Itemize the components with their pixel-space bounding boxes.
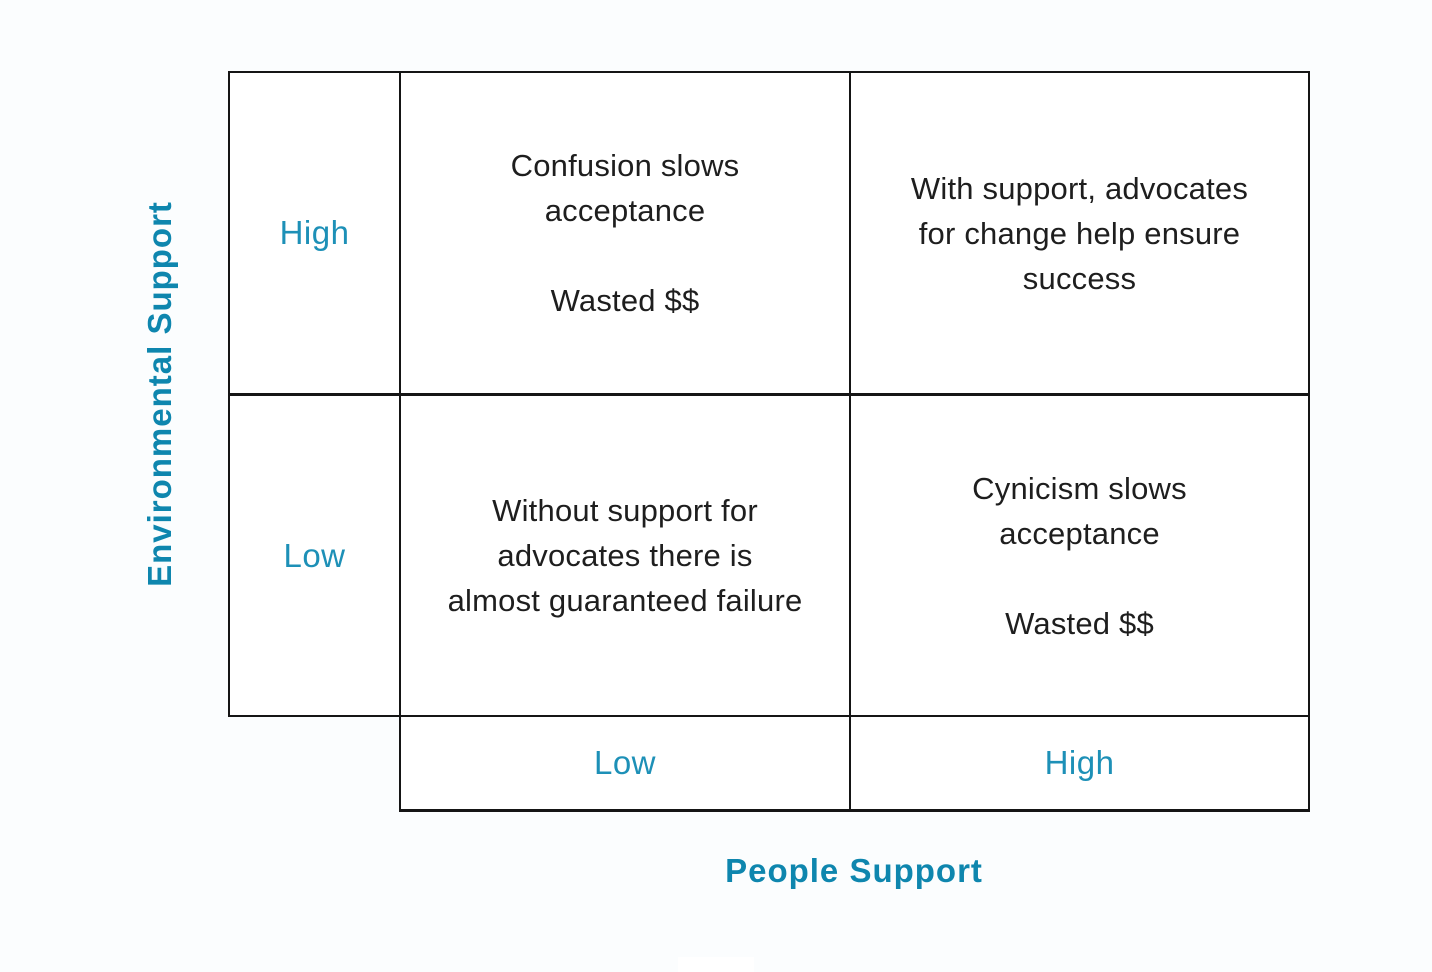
column-label-cell-low: Low xyxy=(401,717,849,809)
quadrant-text: With support, advocates for change help … xyxy=(910,170,1249,296)
grid-horizontal-line-middle xyxy=(230,393,1308,396)
row-label-low: Low xyxy=(283,536,346,574)
quadrant-high-env-low-people: Confusion slows acceptance Wasted $$ xyxy=(401,73,849,393)
quadrant-text: Confusion slows acceptance Wasted $$ xyxy=(510,148,740,318)
row-label-cell-low: Low xyxy=(230,396,399,715)
quadrant-low-env-low-people: Without support for advocates there is a… xyxy=(401,396,849,715)
bottom-white-artifact xyxy=(678,957,754,972)
column-label-low: Low xyxy=(593,744,657,781)
y-axis-title: Environmental Support xyxy=(141,201,178,587)
grid-vertical-line-bottom-divider xyxy=(849,717,851,809)
row-label-cell-high: High xyxy=(230,73,399,393)
column-label-high: High xyxy=(1044,744,1115,781)
quadrant-high-env-high-people: With support, advocates for change help … xyxy=(851,73,1308,393)
quadrant-low-env-high-people: Cynicism slows acceptance Wasted $$ xyxy=(851,396,1308,715)
column-label-cell-high: High xyxy=(851,717,1308,809)
column-label-strip: Low High xyxy=(399,717,1310,812)
matrix-grid: High Low Confusion slows acceptance Wast… xyxy=(228,71,1310,717)
quadrant-text: Without support for advocates there is a… xyxy=(447,493,803,618)
row-label-high: High xyxy=(279,214,350,251)
x-axis-title: People Support xyxy=(725,852,983,889)
quadrant-text: Cynicism slows acceptance Wasted $$ xyxy=(972,470,1187,641)
